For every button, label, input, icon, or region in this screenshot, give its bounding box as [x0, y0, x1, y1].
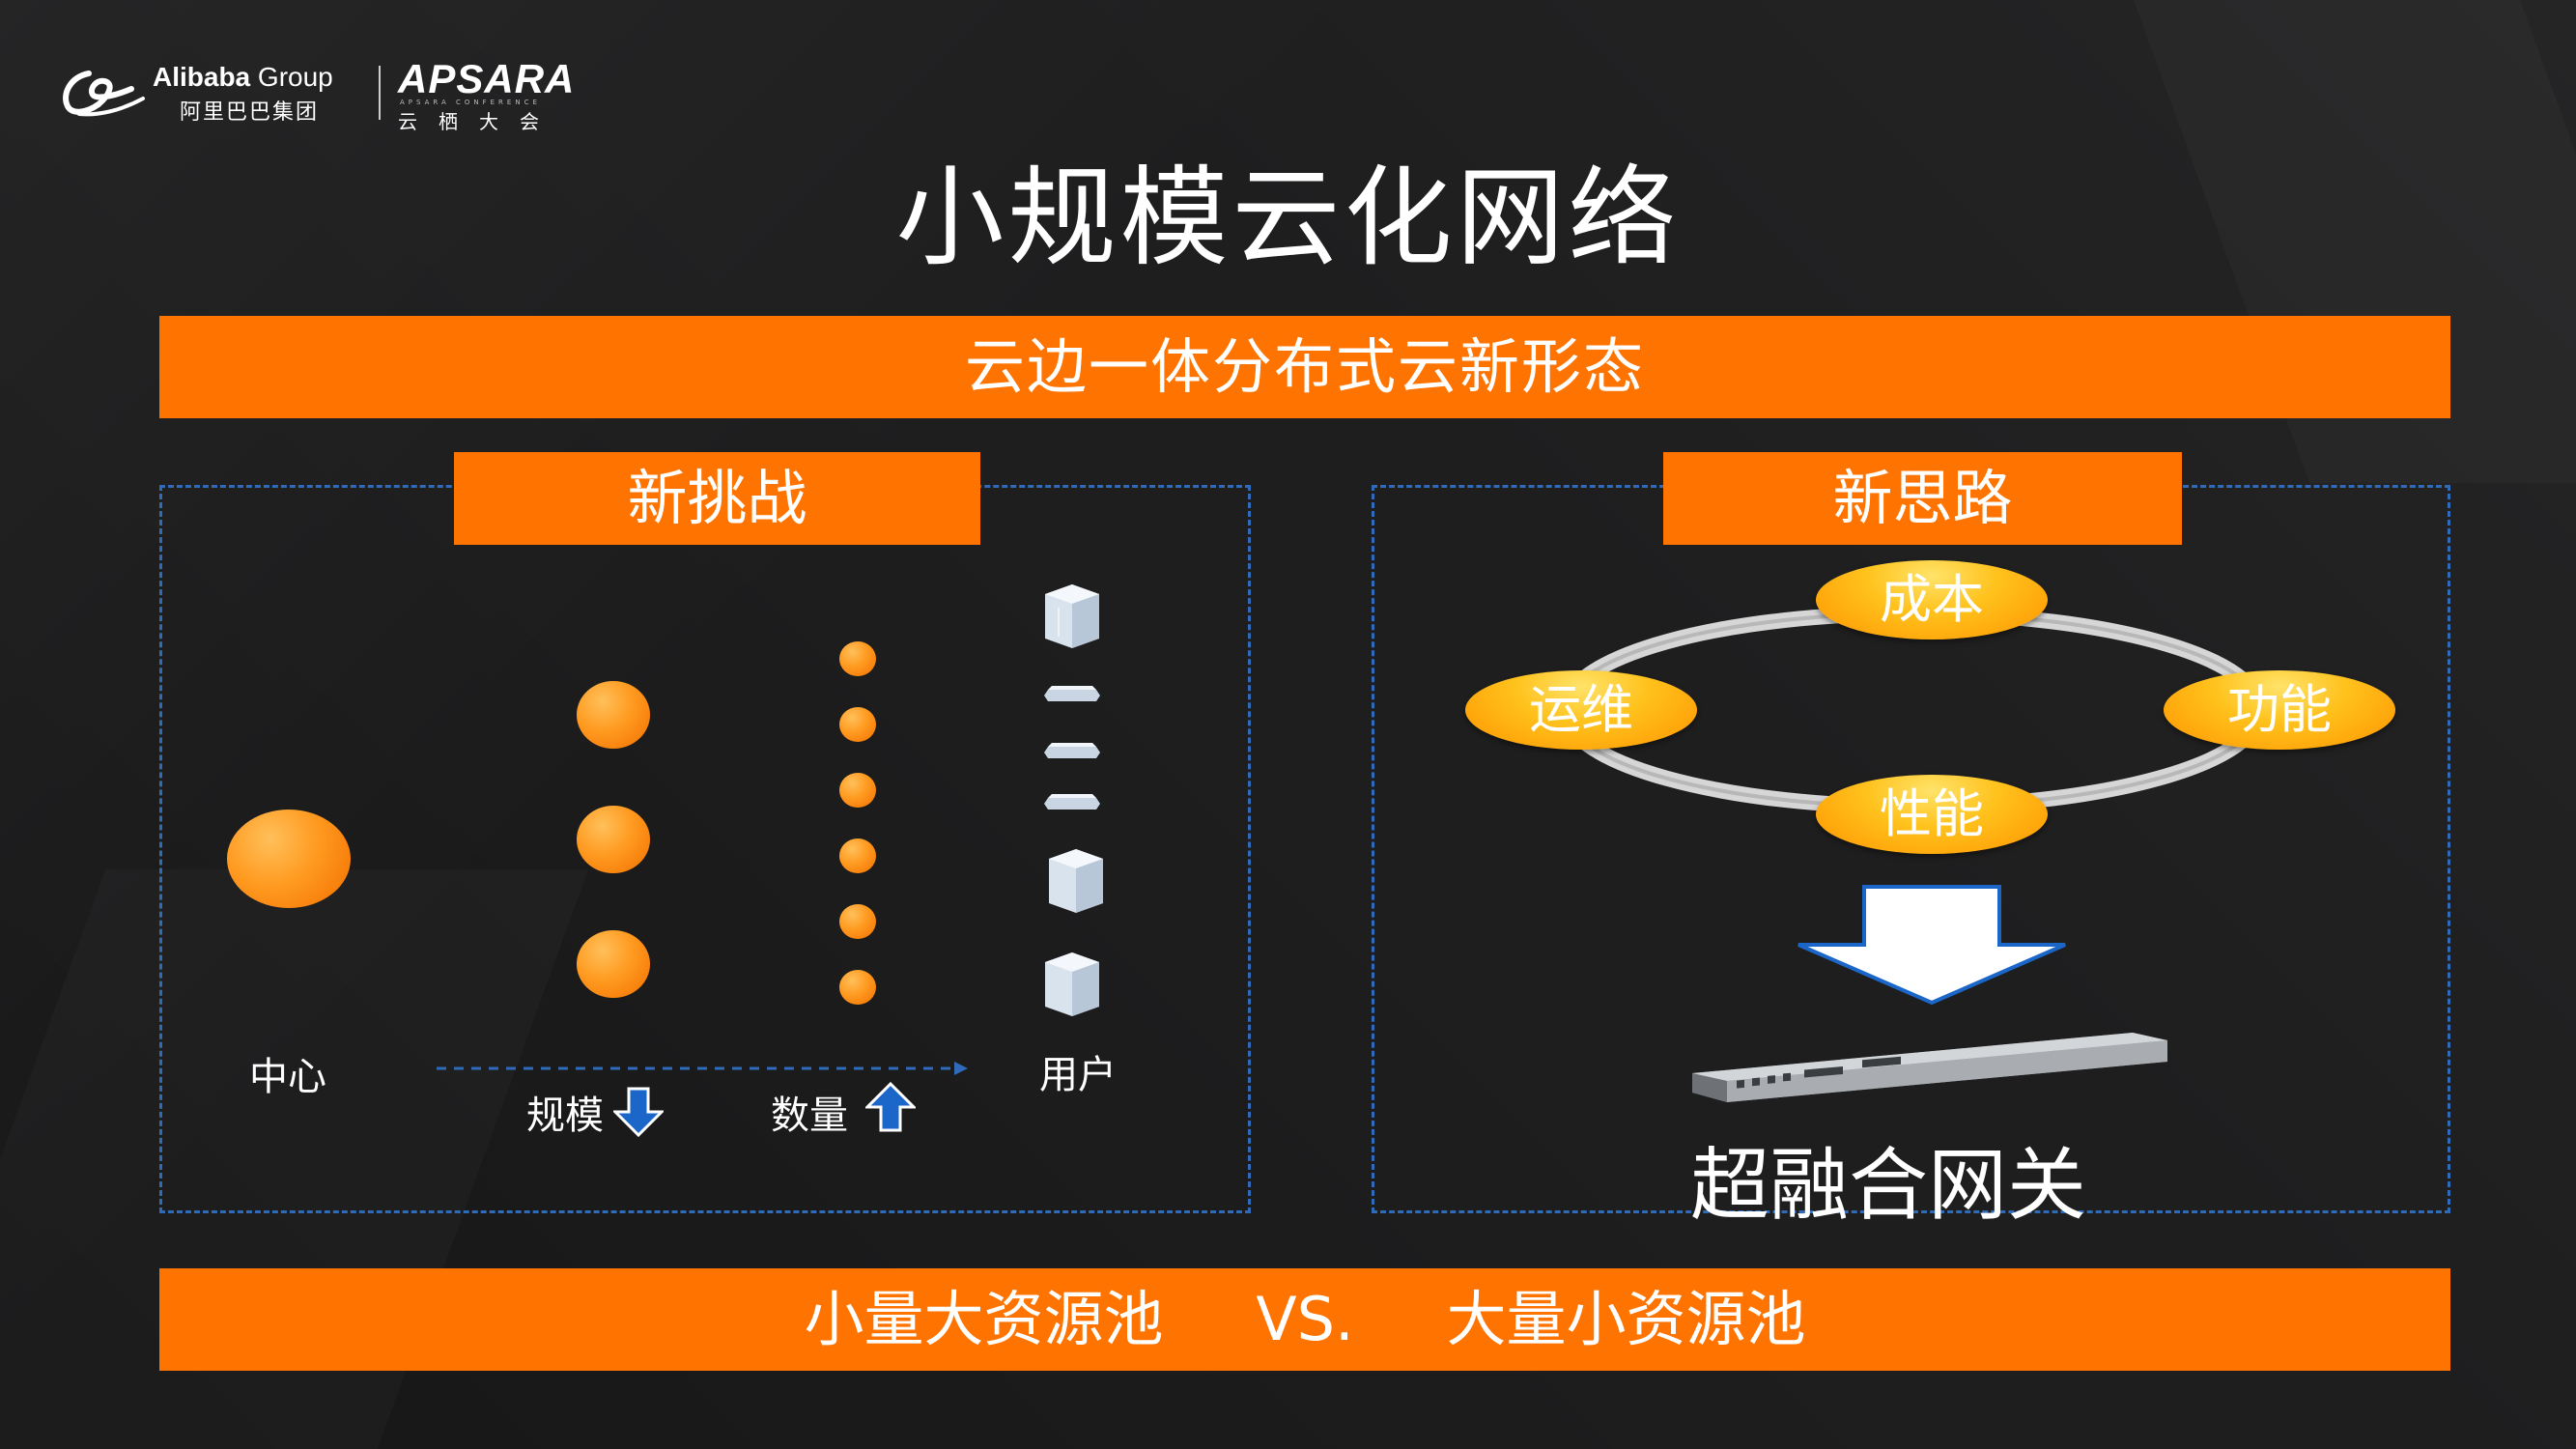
medium-node	[577, 930, 650, 998]
progression-arrow-icon	[437, 1062, 968, 1075]
user-device-slab-icon	[1044, 686, 1100, 701]
bottom-banner: 小量大资源池 VS. 大量小资源池	[159, 1268, 2450, 1371]
server-appliance-icon	[1692, 1033, 2167, 1102]
solution-tag: 新思路	[1663, 452, 2182, 545]
label-center: 中心	[249, 1055, 326, 1099]
pill-function: 功能	[2164, 670, 2395, 750]
logo-divider	[379, 66, 381, 120]
arrow-up-icon	[865, 1082, 916, 1132]
label-count: 数量	[771, 1094, 848, 1138]
user-device-slab-icon	[1044, 794, 1100, 810]
arrow-down-icon	[613, 1087, 664, 1137]
apsara-word: APSARA	[398, 56, 576, 101]
gateway-label: 超融合网关	[1690, 1140, 2087, 1232]
alibaba-group-logo: Alibaba Group 阿里巴巴集团	[60, 58, 379, 126]
challenge-tag: 新挑战	[454, 452, 980, 545]
small-node	[839, 838, 876, 873]
apsara-cn: 云栖大会	[398, 110, 560, 133]
bottom-banner-left: 小量大资源池	[804, 1284, 1164, 1354]
alibaba-name-cn: 阿里巴巴集团	[180, 100, 320, 125]
center-large-node	[227, 810, 351, 908]
small-node	[839, 970, 876, 1005]
user-device-cube-icon	[1045, 584, 1099, 648]
medium-node	[577, 806, 650, 873]
small-node	[839, 904, 876, 939]
pill-performance: 性能	[1816, 775, 2048, 854]
label-scale: 规模	[526, 1094, 604, 1138]
bottom-banner-right: 大量小资源池	[1446, 1284, 1806, 1354]
pill-operations: 运维	[1465, 670, 1697, 750]
user-device-slab-icon	[1044, 743, 1100, 758]
small-node	[839, 707, 876, 742]
alibaba-name: Alibaba Group	[153, 62, 333, 92]
down-arrow-icon	[1798, 885, 2066, 1006]
user-device-cube-icon	[1045, 952, 1099, 1016]
alibaba-logo-icon	[63, 71, 145, 117]
medium-node	[577, 681, 650, 749]
pill-cost: 成本	[1816, 560, 2048, 639]
apsara-sub: APSARA CONFERENCE	[400, 99, 541, 106]
apsara-conference-logo: APSARA APSARA CONFERENCE 云栖大会	[398, 56, 591, 133]
small-node	[839, 773, 876, 808]
user-device-cube-icon	[1049, 849, 1103, 913]
label-user: 用户	[1039, 1053, 1117, 1097]
bottom-banner-vs: VS.	[1256, 1284, 1354, 1354]
top-banner: 云边一体分布式云新形态	[159, 316, 2450, 418]
small-node	[839, 641, 876, 676]
slide-title: 小规模云化网络	[895, 156, 1681, 281]
